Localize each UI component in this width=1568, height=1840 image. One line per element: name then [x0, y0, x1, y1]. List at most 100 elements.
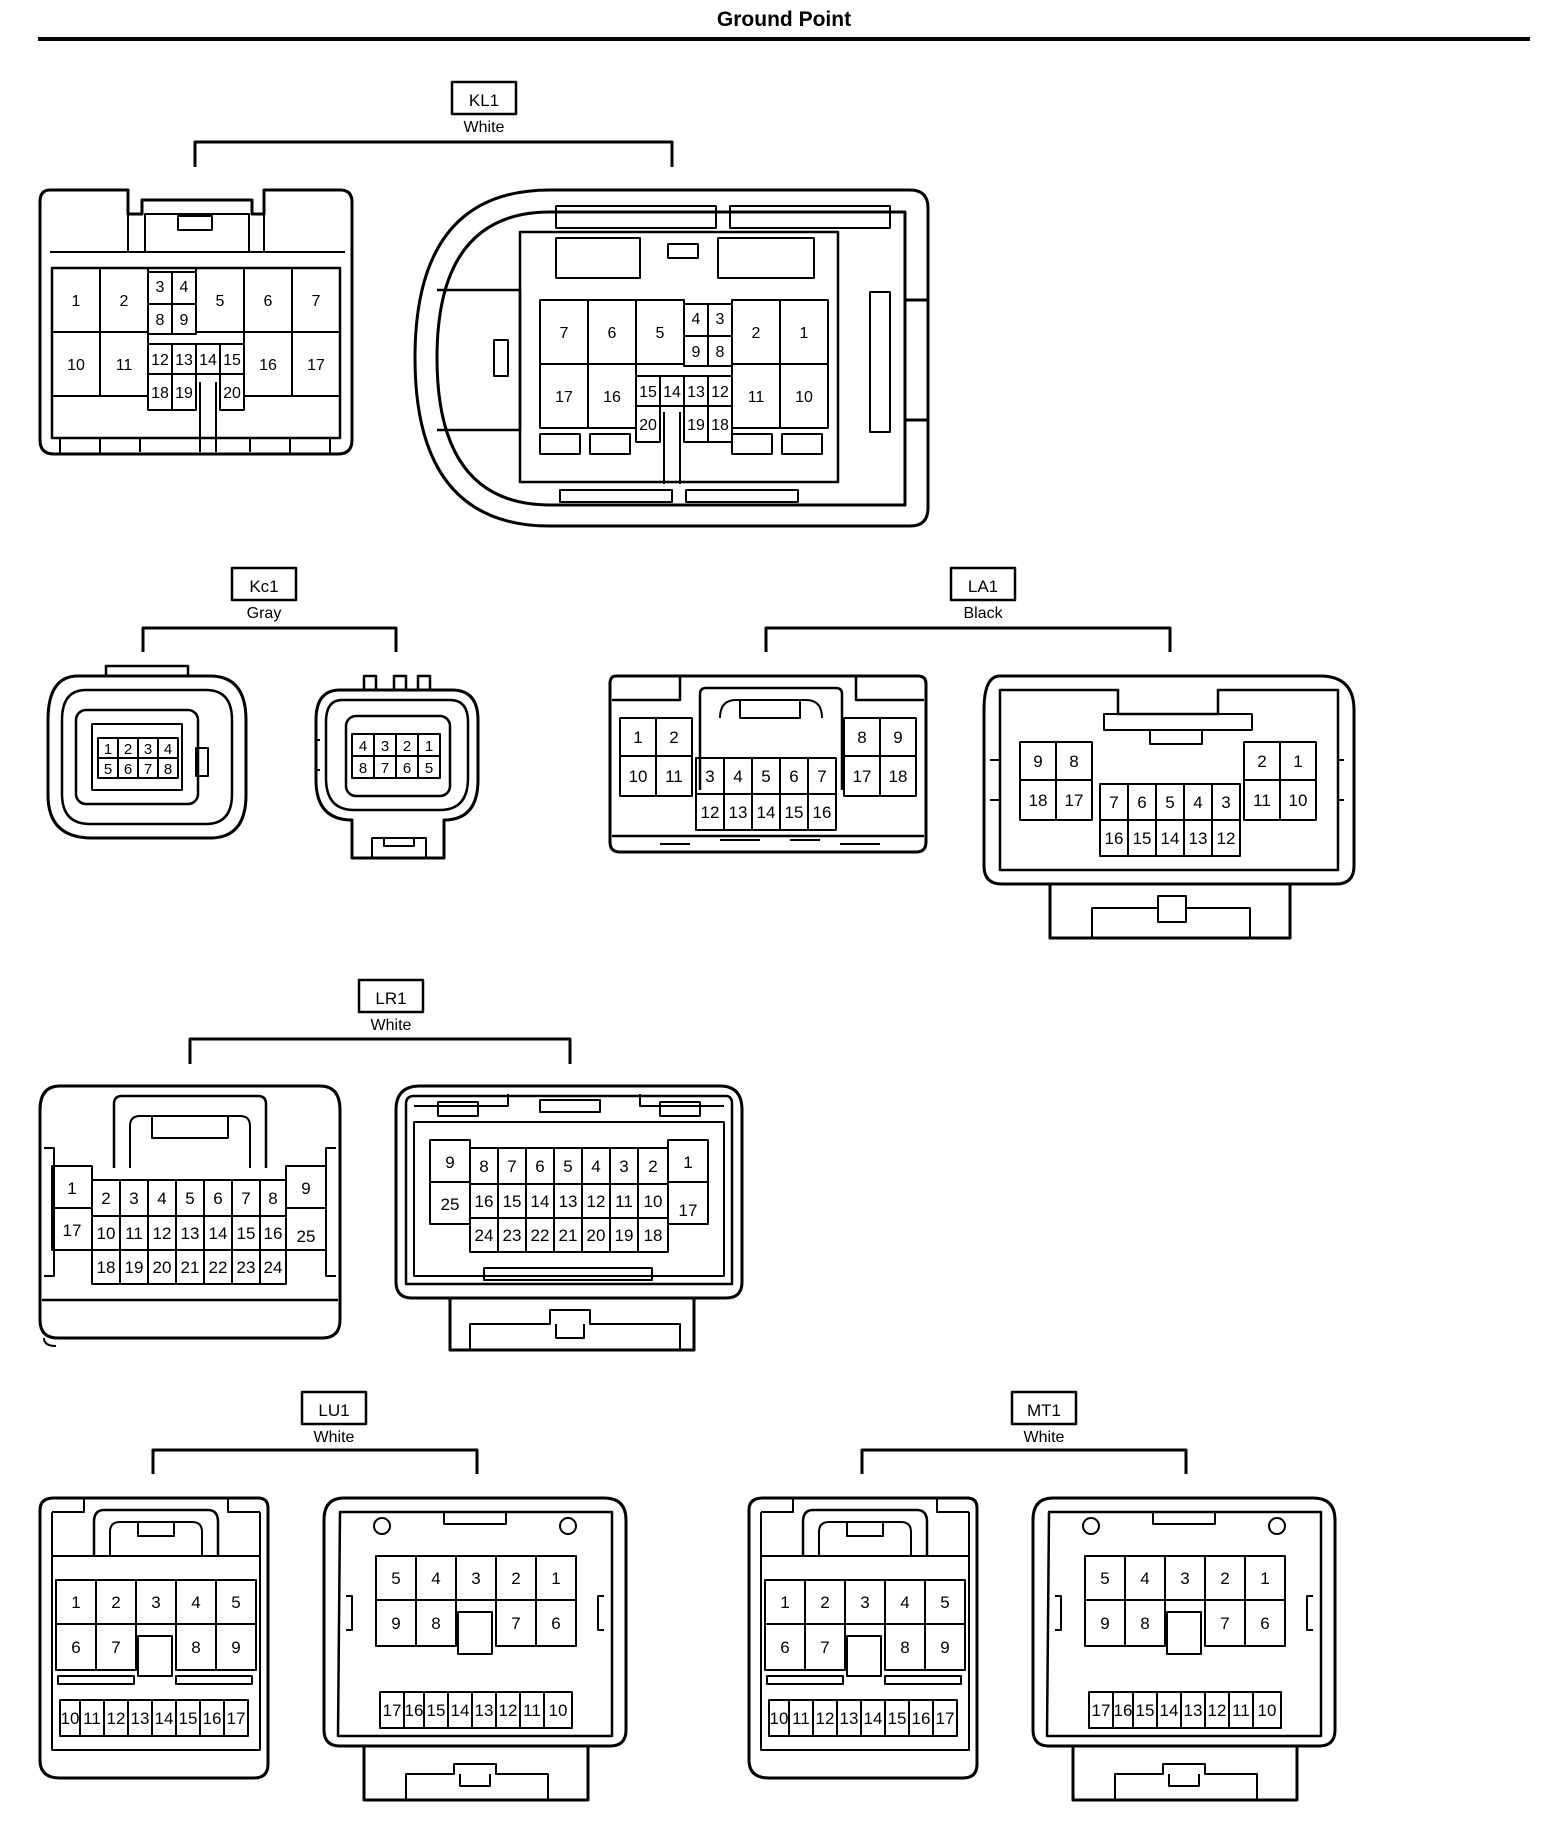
pin-number: 11 — [615, 1192, 633, 1211]
pin-number: 9 — [893, 728, 902, 747]
pin-number: 16 — [603, 389, 621, 406]
la1-right-pin-labels: 9 8 18 17 2 1 11 10 7 6 5 4 3 16 15 14 1… — [1029, 752, 1308, 848]
pin-number: 13 — [1184, 1701, 1203, 1720]
la1-id: LA1 — [968, 577, 998, 596]
pin-number: 7 — [144, 761, 152, 778]
lr1-left-housing — [38, 1084, 342, 1347]
pin-number: 14 — [757, 803, 776, 822]
page-title: Ground Point — [716, 8, 852, 31]
pin-number: 4 — [180, 279, 189, 296]
pin-number: 14 — [209, 1224, 228, 1243]
pin-number: 7 — [1220, 1614, 1229, 1633]
lr1-id: LR1 — [375, 989, 406, 1008]
pin-number: 8 — [1069, 752, 1078, 771]
pin-number: 16 — [264, 1224, 283, 1243]
pin-number: 17 — [383, 1701, 402, 1720]
pin-number: 7 — [111, 1638, 120, 1657]
pin-number: 18 — [151, 385, 169, 402]
pin-number: 9 — [391, 1614, 400, 1633]
pin-number: 2 — [669, 728, 678, 747]
pin-number: 9 — [692, 344, 701, 361]
pin-number: 11 — [523, 1701, 541, 1720]
title-rule — [38, 37, 1530, 41]
kc1-label-group: Kc1 Gray — [141, 566, 398, 652]
mt1-bracket — [860, 1448, 1188, 1474]
pin-number: 10 — [549, 1701, 568, 1720]
pin-number: 12 — [1208, 1701, 1227, 1720]
pin-number: 13 — [475, 1701, 494, 1720]
pin-number: 11 — [116, 357, 133, 374]
pin-number: 16 — [813, 803, 832, 822]
pin-number: 7 — [507, 1157, 516, 1176]
pin-number: 3 — [381, 738, 389, 755]
pin-number: 1 — [551, 1569, 560, 1588]
kl1-left-pins — [51, 267, 341, 452]
kc1-id: Kc1 — [249, 577, 278, 596]
pin-number: 8 — [156, 312, 165, 329]
pin-number: 10 — [67, 357, 85, 374]
pin-number: 4 — [733, 767, 742, 786]
pin-number: 14 — [531, 1192, 550, 1211]
pin-number: 11 — [83, 1709, 101, 1728]
pin-number: 8 — [857, 728, 866, 747]
pin-number: 25 — [297, 1227, 316, 1246]
pin-number: 6 — [1137, 793, 1146, 812]
pin-number: 4 — [164, 741, 172, 758]
pin-number: 6 — [264, 293, 273, 310]
pin-number: 13 — [131, 1709, 150, 1728]
pin-number: 13 — [729, 803, 748, 822]
lr1-right-pins — [429, 1139, 709, 1253]
pin-number: 7 — [241, 1189, 250, 1208]
pin-number: 4 — [591, 1157, 600, 1176]
kc1-right-pins — [351, 733, 441, 779]
pin-number: 11 — [125, 1224, 143, 1243]
pin-number: 5 — [104, 761, 112, 778]
pin-number: 18 — [711, 417, 729, 434]
pin-number: 16 — [259, 357, 277, 374]
pin-number: 5 — [1165, 793, 1174, 812]
pin-number: 17 — [63, 1221, 82, 1240]
lu1-left-pin-labels: 1 2 3 4 5 6 7 8 9 10 11 12 13 14 15 16 1… — [61, 1593, 246, 1728]
pin-number: 6 — [71, 1638, 80, 1657]
pin-number: 24 — [475, 1226, 494, 1245]
pin-number: 10 — [644, 1192, 663, 1211]
pin-number: 3 — [129, 1189, 138, 1208]
la1-left-housing — [608, 674, 928, 854]
pin-number: 10 — [61, 1709, 80, 1728]
pin-number: 13 — [1189, 829, 1208, 848]
pin-number: 7 — [381, 760, 389, 777]
pin-number: 13 — [175, 352, 193, 369]
la1-right-pins — [1019, 741, 1317, 857]
pin-number: 11 — [665, 767, 683, 786]
lu1-right-housing — [322, 1496, 628, 1802]
pin-number: 1 — [1260, 1569, 1269, 1588]
pin-number: 4 — [1140, 1569, 1149, 1588]
pin-number: 6 — [535, 1157, 544, 1176]
pin-number: 12 — [151, 352, 169, 369]
la1-left-pins — [619, 717, 917, 831]
pin-number: 15 — [223, 352, 241, 369]
la1-right-housing — [982, 674, 1356, 940]
pin-number: 4 — [692, 311, 701, 328]
pin-number: 12 — [701, 803, 720, 822]
pin-number: 12 — [816, 1709, 835, 1728]
pin-number: 7 — [817, 767, 826, 786]
mt1-right-housing — [1031, 1496, 1337, 1802]
pin-number: 15 — [179, 1709, 198, 1728]
pin-number: 15 — [427, 1701, 446, 1720]
pin-number: 3 — [1180, 1569, 1189, 1588]
pin-number: 18 — [644, 1226, 663, 1245]
pin-number: 12 — [587, 1192, 606, 1211]
pin-number: 14 — [155, 1709, 174, 1728]
pin-number: 10 — [1289, 791, 1308, 810]
pin-number: 12 — [1217, 829, 1236, 848]
la1-bracket — [764, 626, 1172, 652]
pin-number: 8 — [431, 1614, 440, 1633]
pin-number: 6 — [213, 1189, 222, 1208]
pin-number: 25 — [441, 1195, 460, 1214]
pin-number: 5 — [231, 1593, 240, 1612]
pin-number: 5 — [216, 293, 225, 310]
pin-number: 5 — [425, 760, 433, 777]
pin-number: 1 — [1293, 752, 1302, 771]
pin-number: 20 — [587, 1226, 606, 1245]
